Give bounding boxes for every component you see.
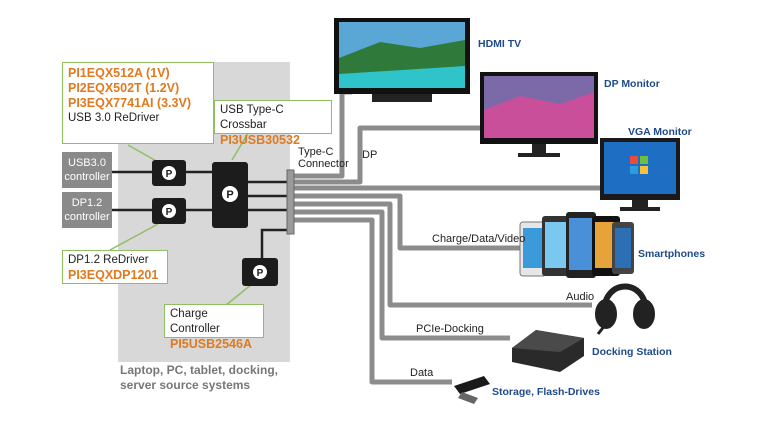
headset-image [595, 283, 655, 335]
crossbar-title: USB Type-C Crossbar [220, 104, 284, 131]
link-label-dp: DP [362, 149, 378, 161]
dp-redriver-title: DP1.2 ReDriver [68, 254, 149, 266]
usb-redriver-title: USB 3.0 ReDriver [68, 112, 160, 124]
dp-controller: DP1.2 controller [62, 192, 112, 228]
usb-controller: USB3.0 controller [62, 152, 112, 188]
type-c-connector [286, 169, 295, 235]
dp-redriver-part: PI3EQXDP1201 [68, 268, 159, 282]
link-label-pcie: PCIe-Docking [416, 323, 484, 335]
hdmi-tv-image [334, 18, 470, 102]
smartphones-image [519, 212, 634, 278]
callout-crossbar: USB Type-C Crossbar PI3USB30532 [214, 100, 332, 147]
docking-station-image [512, 330, 584, 372]
chip-usb-redriver: P [152, 160, 186, 186]
dp-monitor-image [480, 72, 598, 157]
svg-text:P: P [166, 207, 173, 218]
flash-drive-image [454, 376, 490, 404]
trace-dp-monitor [292, 125, 480, 185]
device-label-phones: Smartphones [638, 248, 706, 260]
trace-audio [292, 201, 592, 308]
chip-crossbar: P [212, 162, 248, 228]
charge-controller-title: Charge Controller [170, 308, 220, 335]
svg-text:P: P [257, 268, 264, 279]
device-label-dock: Docking Station [592, 346, 672, 358]
trace-pcie [292, 209, 510, 341]
usb-redriver-part-2: PI2EQX502T (1.2V) [68, 81, 180, 95]
link-label-audio: Audio [566, 291, 595, 303]
vga-monitor-image [600, 138, 680, 211]
usb-redriver-part-3: PI3EQX7741AI (3.3V) [68, 96, 191, 110]
device-label-hdmi: HDMI TV [478, 38, 522, 50]
link-label-charge: Charge/Data/Video [432, 233, 526, 245]
trace-data [292, 217, 452, 385]
trace-smartphones [292, 193, 520, 251]
usb-redriver-part-1: PI1EQX512A (1V) [68, 66, 170, 80]
callout-charge-controller: Charge Controller PI5USB2546A [164, 304, 264, 351]
device-label-storage: Storage, Flash-Drives [492, 386, 600, 398]
callout-usb-redriver: PI1EQX512A (1V) PI2EQX502T (1.2V) PI3EQX… [62, 62, 214, 144]
chip-charge-controller: P [242, 258, 278, 286]
svg-text:P: P [226, 189, 233, 201]
chip-dp-redriver: P [152, 198, 186, 224]
callout-dp-redriver: DP1.2 ReDriver PI3EQXDP1201 [62, 250, 168, 284]
crossbar-part: PI3USB30532 [220, 133, 300, 147]
type-c-connector-label: Type-C Connector [298, 146, 349, 170]
system-caption: Laptop, PC, tablet, docking, server sour… [120, 363, 279, 392]
device-label-vga: VGA Monitor [628, 126, 692, 138]
svg-text:P: P [166, 169, 173, 180]
link-label-data: Data [410, 367, 434, 379]
device-label-dp-monitor: DP Monitor [604, 78, 660, 90]
charge-controller-part: PI5USB2546A [170, 337, 252, 351]
